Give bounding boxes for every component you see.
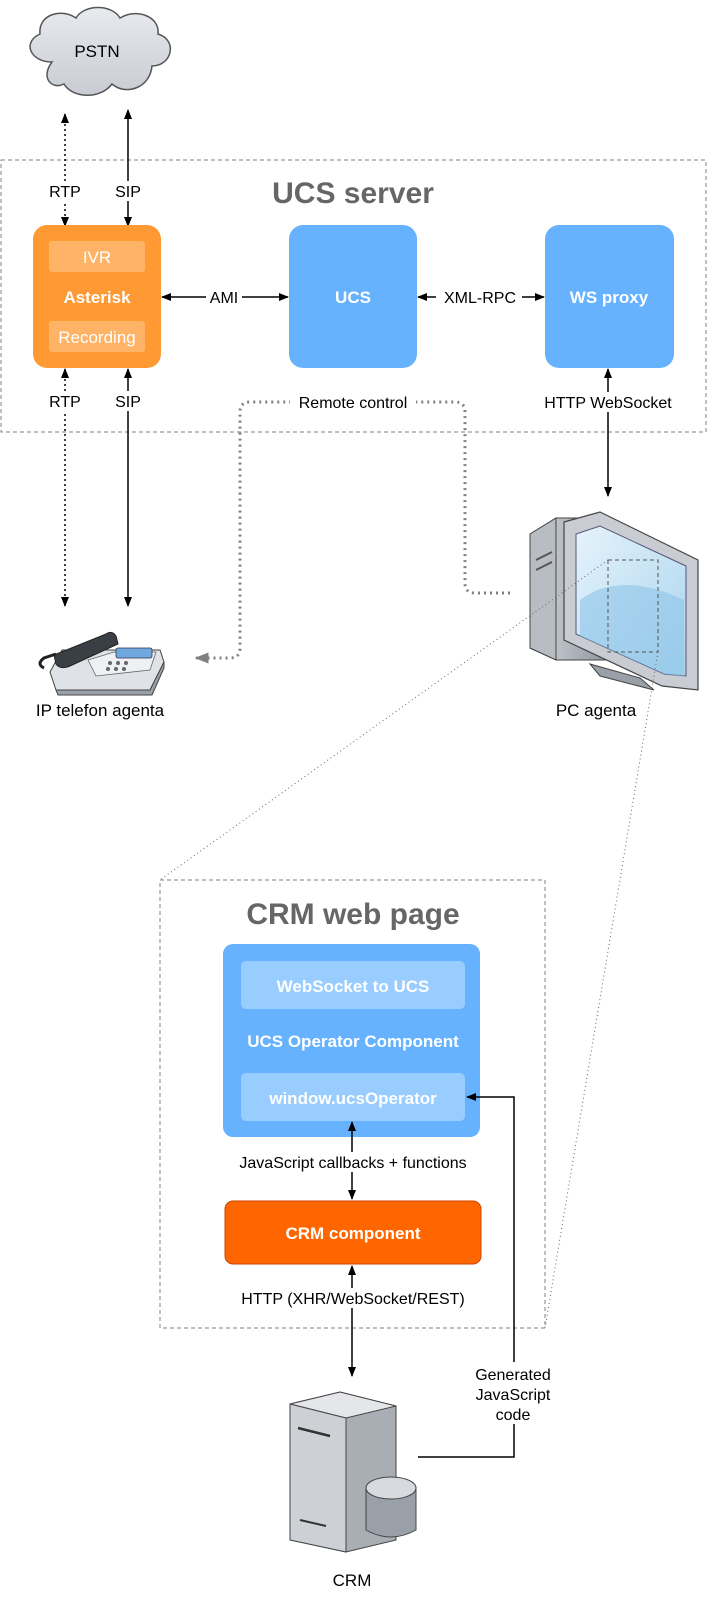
ucs-label: UCS: [335, 288, 371, 307]
sip-top-label: SIP: [115, 184, 141, 201]
ivr-box: [49, 241, 145, 272]
ami-label: AMI: [210, 290, 238, 307]
crm-component-label: CRM component: [285, 1224, 420, 1243]
zoom-line-left: [159, 559, 609, 881]
remote-control-edge: [194, 400, 510, 664]
ucs-box: UCS: [289, 225, 417, 368]
remote-control-label: Remote control: [299, 395, 408, 412]
xml-rpc-label: XML-RPC: [444, 290, 516, 307]
js-callbacks-label: JavaScript callbacks + functions: [239, 1155, 466, 1172]
rtp-top-label: RTP: [49, 184, 81, 201]
pstn-label: PSTN: [74, 42, 119, 61]
generated-code-label-1: Generated: [475, 1367, 551, 1384]
ucs-server-title: UCS server: [272, 177, 434, 210]
generated-code-edge: [418, 1093, 515, 1458]
operator-label: UCS Operator Component: [247, 1032, 459, 1051]
ivr-label: IVR: [83, 248, 111, 267]
pc-icon: [529, 511, 699, 691]
generated-code-label-3: code: [496, 1407, 531, 1424]
operator-component-box: WebSocket to UCS UCS Operator Component …: [223, 944, 480, 1137]
window-ucsoperator-label: window.ucsOperator: [268, 1089, 437, 1108]
generated-code-label-2: JavaScript: [476, 1387, 551, 1404]
websocket-label: WebSocket to UCS: [277, 977, 430, 996]
rtp-bottom-label: RTP: [49, 394, 81, 411]
crm-component-box: CRM component: [224, 1200, 482, 1265]
crm-web-page-title: CRM web page: [246, 898, 459, 931]
ws-proxy-box: WS proxy: [545, 225, 674, 368]
zoom-line-right: [544, 651, 659, 1329]
ws-proxy-label: WS proxy: [570, 288, 649, 307]
ip-phone-label: IP telefon agenta: [36, 701, 165, 720]
pc-label: PC agenta: [556, 701, 637, 720]
http-websocket-label: HTTP WebSocket: [544, 395, 672, 412]
websocket-box: [241, 961, 465, 1009]
recording-label: Recording: [58, 328, 136, 347]
recording-box: [49, 321, 145, 352]
sip-bottom-label: SIP: [115, 394, 141, 411]
http-xhr-label: HTTP (XHR/WebSocket/REST): [241, 1291, 464, 1308]
asterisk-label: Asterisk: [63, 288, 131, 307]
ip-phone-icon: [38, 631, 165, 696]
window-ucsoperator-box: [241, 1073, 465, 1121]
asterisk-box: IVR Asterisk Recording: [33, 225, 161, 368]
pstn-cloud: PSTN: [29, 6, 172, 96]
ucs-server-group: [0, 159, 707, 433]
crm-label: CRM: [333, 1571, 372, 1590]
crm-server-icon: [289, 1391, 417, 1553]
